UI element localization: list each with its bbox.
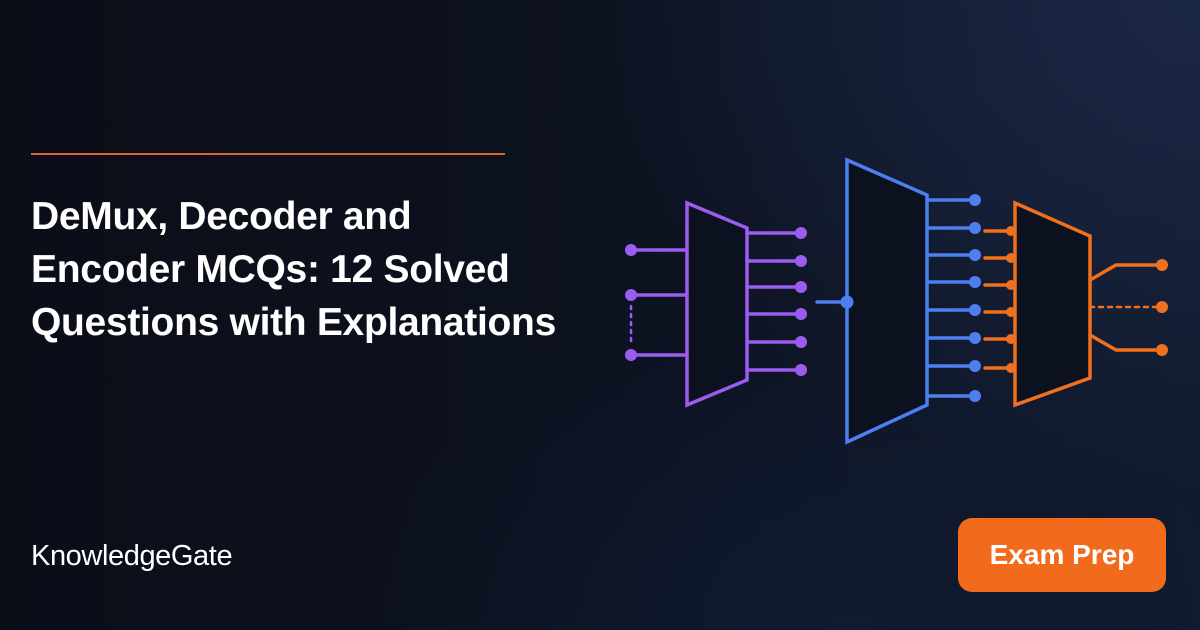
decoder-body: [845, 157, 929, 445]
demux-decoder-encoder-diagram-icon: [625, 157, 1168, 445]
brand-logo-text: KnowledgeGate: [31, 540, 233, 572]
title-line-2: Encoder MCQs: 12 Solved: [31, 248, 510, 291]
encoder-body: [1013, 200, 1092, 408]
encoder-terminals: [1006, 226, 1168, 373]
accent-divider: [31, 153, 505, 155]
decoder-terminals: [840, 194, 981, 402]
title-line-3: Questions with Explanations: [31, 301, 556, 344]
demux-body: [685, 200, 749, 408]
demux-block: [629, 200, 803, 408]
exam-prep-button[interactable]: Exam Prep: [958, 518, 1166, 592]
demux-terminals: [625, 227, 807, 376]
encoder-output-wire: [1088, 333, 1162, 352]
decoder-block: [815, 157, 977, 445]
page-title: DeMux, Decoder and Encoder MCQs: 12 Solv…: [31, 190, 621, 349]
encoder-output-wire: [1088, 263, 1162, 282]
title-line-1: DeMux, Decoder and: [31, 195, 412, 238]
